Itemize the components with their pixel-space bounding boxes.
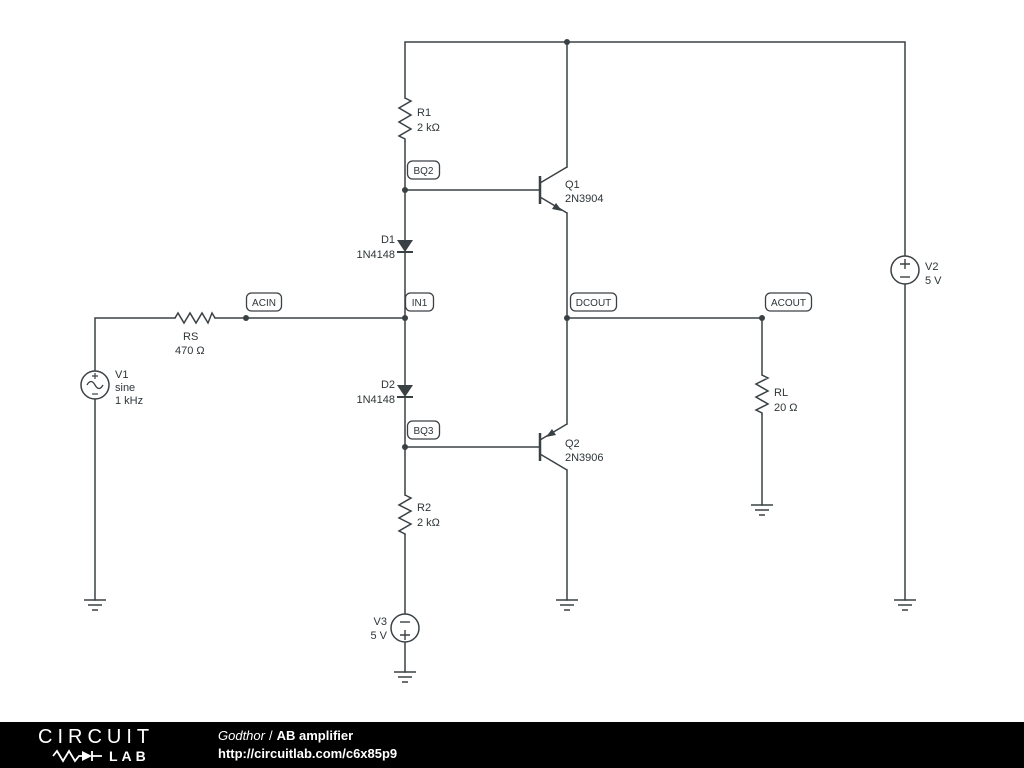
ground-symbol	[394, 671, 416, 683]
q1-part-label: 2N3904	[565, 193, 604, 205]
q1-emitter-arrow	[552, 203, 562, 211]
node-flag-box	[406, 420, 441, 440]
source-v2: V2 5 V	[890, 255, 942, 287]
junction-dot	[243, 315, 249, 321]
node-flag-box	[569, 292, 618, 312]
ground-symbol	[556, 599, 578, 611]
r2-value-label: 2 kΩ	[417, 517, 440, 529]
q1-collector	[539, 166, 568, 184]
schematic-byline: Godthor/AB amplifier	[218, 727, 397, 745]
r1-name-label: R1	[417, 107, 431, 119]
resistor-zigzag	[174, 311, 216, 325]
v3-name-label: V3	[374, 616, 387, 628]
ground-symbol	[751, 504, 773, 516]
q2-collector	[539, 453, 568, 471]
node-label-in1: IN1	[404, 292, 435, 312]
diode-d1: D1 1N4148	[356, 234, 413, 261]
schematic-meta: Godthor/AB amplifier http://circuitlab.c…	[218, 727, 397, 763]
source-v1: V1 sine 1 kHz	[80, 369, 143, 407]
node-flag-box	[764, 292, 813, 312]
author-name: Godthor	[218, 728, 265, 743]
resistor-diode-icon	[52, 748, 102, 763]
q1-name-label: Q1	[565, 179, 580, 191]
v1-name-label: V1	[115, 369, 128, 381]
logo-circuit-text: CIRCUIT	[38, 725, 155, 748]
transistor-q2: Q2 2N3906	[538, 423, 604, 471]
node-bq3-label: BQ3	[413, 426, 433, 437]
node-label-dcout: DCOUT	[569, 292, 618, 312]
rl-name-label: RL	[774, 387, 788, 399]
resistor-zigzag	[754, 374, 770, 415]
node-acin-label: ACIN	[252, 298, 276, 309]
resistor-zigzag	[397, 97, 413, 142]
q1-emitter	[539, 196, 568, 214]
byline-separator: /	[268, 728, 273, 743]
source-circle	[890, 255, 920, 285]
junction-dot	[564, 315, 570, 321]
r2-name-label: R2	[417, 502, 431, 514]
node-flag-box	[245, 292, 283, 312]
resistor-r2: R2 2 kΩ	[397, 494, 440, 535]
node-dcout-label: DCOUT	[576, 298, 612, 309]
source-circle	[390, 613, 420, 643]
node-acout-label: ACOUT	[771, 298, 806, 309]
node-flag-box	[404, 292, 435, 312]
rs-name-label: RS	[183, 331, 198, 343]
transistor-q1: Q1 2N3904	[538, 166, 604, 214]
v1-frequency-label: 1 kHz	[115, 395, 143, 407]
circuitlab-logo: CIRCUIT LAB	[0, 725, 218, 764]
footer-bar: CIRCUIT LAB Godthor/AB amplifier http://…	[0, 722, 1024, 768]
rs-value-label: 470 Ω	[175, 345, 205, 357]
junction-dot	[402, 187, 408, 193]
schematic-title: AB amplifier	[276, 728, 354, 743]
plus-icon	[92, 373, 98, 379]
v2-value-label: 5 V	[925, 275, 942, 287]
rl-value-label: 20 Ω	[774, 402, 798, 414]
resistor-r1: R1 2 kΩ	[397, 97, 440, 142]
r1-value-label: 2 kΩ	[417, 122, 440, 134]
junction-dot	[759, 315, 765, 321]
d2-name-label: D2	[381, 379, 395, 391]
d1-name-label: D1	[381, 234, 395, 246]
junction-dot	[564, 39, 570, 45]
resistor-rs: RS 470 Ω	[174, 311, 216, 357]
node-bq2-label: BQ2	[413, 166, 433, 177]
diode-d2: D2 1N4148	[356, 379, 413, 406]
plus-icon	[400, 630, 410, 640]
node-label-acout: ACOUT	[764, 292, 813, 312]
wire-network	[94, 41, 906, 673]
v3-value-label: 5 V	[370, 630, 387, 642]
circuit-schematic: R1 2 kΩ RS 470 Ω R2 2 kΩ RL 20 Ω D1 1N41…	[80, 39, 942, 683]
sine-wave-icon	[86, 380, 104, 390]
node-label-bq3: BQ3	[406, 420, 441, 440]
diode-triangle	[397, 240, 413, 252]
v2-name-label: V2	[925, 261, 938, 273]
ground-symbol	[894, 599, 916, 611]
d1-part-label: 1N4148	[356, 249, 395, 261]
junction-dot	[402, 444, 408, 450]
diode-triangle	[397, 385, 413, 397]
node-label-acin: ACIN	[245, 292, 283, 312]
resistor-zigzag	[397, 494, 413, 535]
q2-emitter-arrow	[546, 429, 556, 437]
d2-part-label: 1N4148	[356, 394, 395, 406]
logo-lab-text: LAB	[109, 747, 150, 764]
ground-symbol	[84, 599, 106, 611]
plus-icon	[900, 259, 910, 269]
v1-waveform-label: sine	[115, 382, 135, 394]
q2-name-label: Q2	[565, 438, 580, 450]
schematic-url-link[interactable]: http://circuitlab.com/c6x85p9	[218, 746, 398, 761]
node-label-bq2: BQ2	[406, 160, 441, 180]
junction-dot	[402, 315, 408, 321]
node-in1-label: IN1	[412, 298, 428, 309]
resistor-rl: RL 20 Ω	[754, 374, 798, 415]
q2-part-label: 2N3906	[565, 452, 604, 464]
source-v3: V3 5 V	[370, 613, 420, 643]
node-flag-box	[406, 160, 441, 180]
